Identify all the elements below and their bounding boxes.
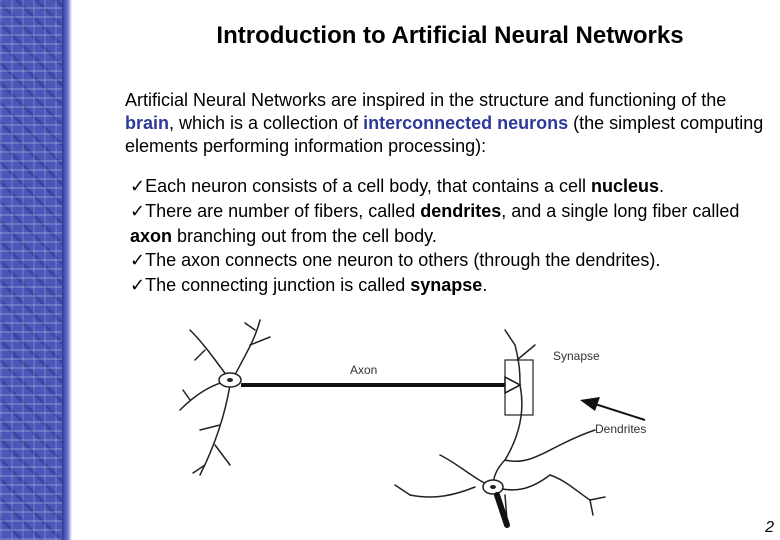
intro-brain-term: brain	[125, 113, 170, 133]
bullet-text-end: .	[659, 176, 665, 196]
bullet-bold-term: synapse	[410, 275, 483, 295]
decorative-side-strip	[0, 0, 68, 540]
bullet-bold-term: dendrites	[420, 201, 502, 221]
intro-text-3: (the simplest computing elements perform…	[125, 113, 764, 156]
intro-interconnected-term: interconnected neurons	[363, 113, 569, 133]
neuron-diagram: Axon Synapse Dendrites	[179, 319, 646, 528]
intro-text-2: , which is a collection of	[169, 113, 364, 133]
bullet-bold-term-2: axon	[130, 226, 173, 246]
bullet-synapse: ✓The connecting junction is called synap…	[130, 273, 770, 298]
synapse-label: Synapse	[553, 349, 600, 363]
axon-terminal	[504, 375, 522, 395]
side-strip-edge	[62, 0, 72, 540]
slide-title: Introduction to Artificial Neural Networ…	[216, 22, 684, 49]
page-number: 2	[765, 519, 774, 536]
checkmark-icon: ✓	[130, 250, 146, 271]
bullet-text: There are number of fibers, called	[145, 201, 421, 221]
checkmark-icon: ✓	[130, 176, 146, 197]
right-nucleus	[490, 485, 496, 489]
bullet-text: The axon connects one neuron to others (…	[145, 250, 661, 270]
intro-paragraph: Artificial Neural Networks are inspired …	[125, 89, 765, 158]
synapse-box	[504, 359, 534, 416]
bullet-dendrites: ✓There are number of fibers, called dend…	[130, 199, 770, 248]
bullet-text-mid: , and a single long fiber called	[501, 201, 740, 221]
checkmark-icon: ✓	[130, 201, 146, 222]
bullet-text: The connecting junction is called	[145, 275, 411, 295]
dendrites-arrow-line	[594, 403, 646, 421]
bullet-bold-term: nucleus	[591, 176, 660, 196]
bullet-text: Each neuron consists of a cell body, tha…	[145, 176, 592, 196]
bullet-text-end: branching out from the cell body.	[172, 226, 437, 246]
bullet-nucleus: ✓Each neuron consists of a cell body, th…	[130, 174, 770, 199]
right-axon-stub	[494, 492, 510, 528]
checkmark-icon: ✓	[130, 275, 146, 296]
bullet-list: ✓Each neuron consists of a cell body, th…	[130, 174, 770, 298]
dendrites-label: Dendrites	[595, 422, 646, 436]
dendrites-arrow-head	[580, 397, 600, 411]
neuron-left-dendrites	[179, 319, 271, 476]
left-nucleus	[227, 378, 233, 382]
bullet-axon-connects: ✓The axon connects one neuron to others …	[130, 248, 770, 273]
intro-text-1: Artificial Neural Networks are inspired …	[125, 90, 727, 110]
axon-label: Axon	[350, 363, 377, 377]
bullet-text-end: .	[482, 275, 488, 295]
